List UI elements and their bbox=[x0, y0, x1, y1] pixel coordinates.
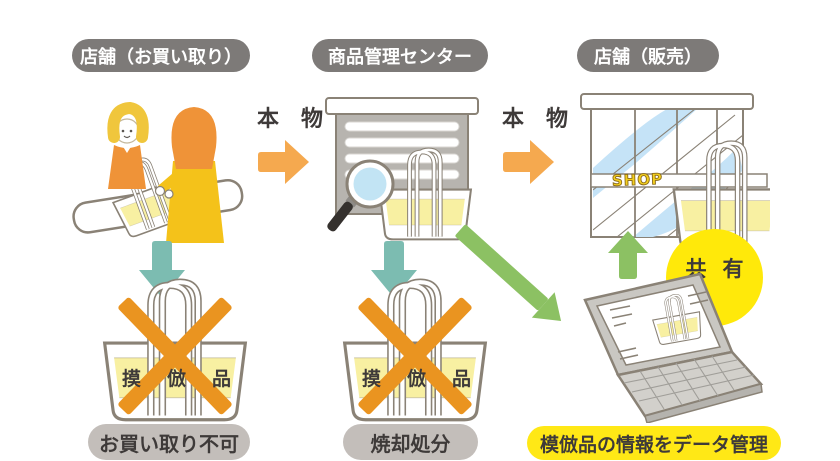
outcome-label: お買い取り不可 bbox=[99, 431, 239, 456]
genuine-label-1: 本物 bbox=[257, 107, 346, 132]
counterfeit-bag-text: 摸倣品 bbox=[122, 368, 258, 390]
outcome-pill-no-purchase: お買い取り不可 bbox=[88, 424, 250, 460]
stage-title: 店舗（お買い取り） bbox=[80, 46, 242, 68]
arrow-right-icon bbox=[258, 140, 309, 184]
laptop-screen-content bbox=[609, 292, 709, 360]
outcome-pill-incineration: 焼却処分 bbox=[343, 424, 478, 460]
stage-pill-buyback-store: 店舗（お買い取り） bbox=[72, 39, 250, 72]
clerk-figure bbox=[107, 101, 149, 189]
laptop-illustration bbox=[583, 272, 764, 423]
customer-figure bbox=[154, 107, 224, 243]
arrow-right-icon bbox=[503, 140, 554, 184]
warehouse-shelf-illustration bbox=[325, 97, 479, 242]
stage-pill-management-center: 商品管理センター bbox=[312, 39, 488, 72]
counterfeit-bag-block: 摸倣品 bbox=[96, 278, 254, 425]
counterfeit-bag-text: 摸倣品 bbox=[362, 368, 498, 390]
shop-sign: SHOP bbox=[612, 170, 664, 190]
people-exchange-illustration bbox=[72, 101, 244, 243]
keyboard-keys bbox=[623, 355, 755, 410]
storefront-illustration: SHOP bbox=[580, 93, 770, 245]
counterfeit-bag-block: 摸倣品 bbox=[336, 278, 494, 425]
outcome-label: 焼却処分 bbox=[370, 431, 451, 456]
arrow-diagonal-icon bbox=[455, 224, 562, 322]
stage-title: 商品管理センター bbox=[328, 46, 472, 68]
stage-pill-sales-store: 店舗（販売） bbox=[577, 39, 719, 72]
outcome-label: 模倣品の情報をデータ管理 bbox=[539, 433, 768, 456]
arrow-up-icon bbox=[608, 231, 648, 279]
magnifier-icon bbox=[327, 159, 395, 232]
genuine-label-2: 本物 bbox=[502, 107, 591, 132]
stage-title: 店舗（販売） bbox=[594, 46, 702, 68]
outcome-pill-data-management: 模倣品の情報をデータ管理 bbox=[527, 426, 781, 460]
